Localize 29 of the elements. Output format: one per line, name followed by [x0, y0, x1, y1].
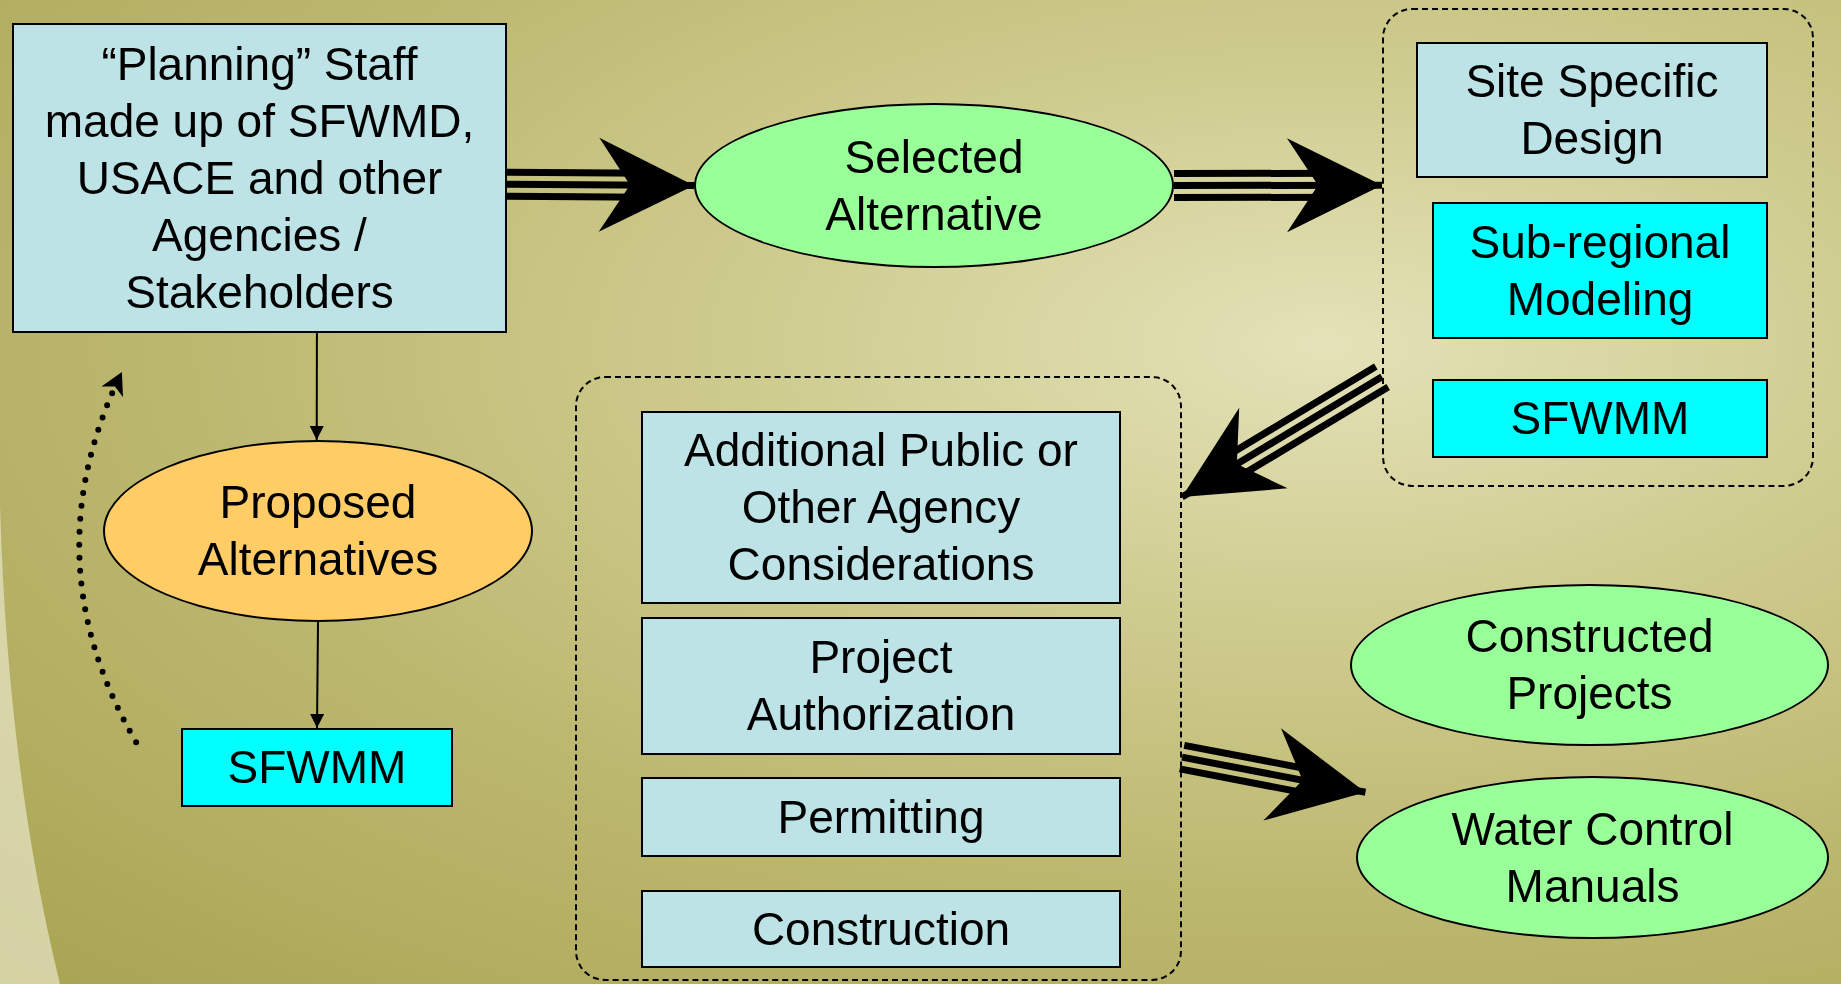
process-box [641, 890, 1121, 968]
node-label: Project Authorization [745, 630, 1017, 742]
node-label: Proposed Alternatives [196, 475, 440, 587]
arrow [1178, 363, 1392, 501]
process-box [641, 777, 1121, 857]
node-label: Selected Alternative [824, 129, 1044, 242]
node-label: Permitting [777, 789, 985, 845]
process-box [181, 728, 453, 807]
node-label: SFWMM [227, 740, 407, 795]
dashed-group [575, 376, 1182, 981]
arrow [1176, 728, 1369, 821]
dashed-group [1382, 8, 1814, 487]
node-label: Water Control Manuals [1450, 801, 1735, 914]
node-label: “Planning” Staff made up of SFWMD, USACE and other Agencies / Stakeholders [43, 36, 476, 320]
node-label: Sub-regional Modeling [1468, 214, 1732, 327]
node-label: Additional Public or Other Agency Considerations [683, 423, 1079, 592]
arrow [309, 332, 324, 441]
node-label: Site Specific Design [1464, 54, 1720, 166]
process-box [641, 617, 1121, 755]
process-box [12, 23, 507, 333]
process-box [1432, 379, 1768, 458]
process-box [1416, 42, 1768, 178]
node-label: SFWMM [1510, 391, 1690, 446]
node-label: Construction [751, 901, 1011, 957]
arrow [310, 621, 325, 729]
arrow [76, 369, 140, 746]
process-box [641, 411, 1121, 604]
process-box [1432, 202, 1768, 339]
node-label: Constructed Projects [1464, 609, 1715, 721]
